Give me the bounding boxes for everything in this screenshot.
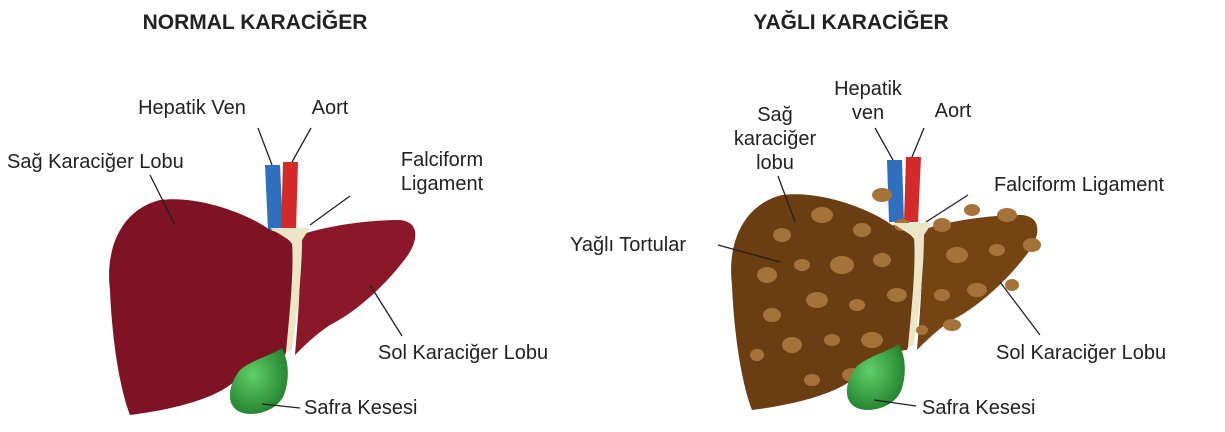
- label-gallbladder: Safra Kesesi: [304, 397, 417, 419]
- normal-gallbladder: [229, 348, 288, 414]
- fatty-label-falciform: Falciform Ligament: [994, 174, 1165, 196]
- fatty-label-gallbladder: Safra Kesesi: [922, 397, 1035, 419]
- normal-liver-panel: NORMAL KARACİĞER Hepatik Ven Aort Sağ Ka…: [7, 10, 548, 419]
- label-aorta: Aort: [312, 97, 349, 119]
- fatty-hepatic-vein-vessel: [887, 160, 904, 222]
- fatty-liver-left-lobe: [917, 215, 1038, 350]
- fatty-falciform-ligament-band: [892, 223, 932, 347]
- normal-liver-left-lobe: [295, 220, 416, 355]
- fatty-label-left-lobe: Sol Karaciğer Lobu: [996, 342, 1166, 364]
- normal-liver-right-lobe: [109, 199, 300, 415]
- label-hepatic-vein: Hepatik Ven: [138, 97, 246, 119]
- fatty-liver-panel: YAĞLI KARACİĞER Hepatik ven Aort Sağ kar…: [570, 10, 1166, 419]
- fatty-label-right-lobe-line3: lobu: [756, 152, 794, 174]
- fatty-liver-title: YAĞLI KARACİĞER: [753, 10, 948, 34]
- label-falciform-line1: Falciform: [401, 149, 483, 171]
- fatty-label-hepatic-line1: Hepatik: [834, 78, 903, 100]
- label-left-lobe: Sol Karaciğer Lobu: [378, 342, 548, 364]
- fatty-label-fat-deposits: Yağlı Tortular: [570, 234, 686, 256]
- fatty-label-right-lobe-line1: Sağ: [757, 104, 793, 126]
- aorta-vessel: [281, 162, 298, 230]
- normal-liver-title: NORMAL KARACİĞER: [143, 10, 368, 34]
- fatty-gallbladder: [846, 344, 905, 410]
- fatty-label-right-lobe-line2: karaciğer: [734, 128, 817, 150]
- fatty-label-hepatic-line2: ven: [852, 102, 884, 124]
- label-falciform-line2: Ligament: [401, 173, 484, 195]
- label-right-lobe: Sağ Karaciğer Lobu: [7, 151, 184, 173]
- fatty-label-aorta: Aort: [935, 100, 972, 122]
- fatty-aorta-vessel: [904, 157, 921, 222]
- falciform-ligament-band: [270, 228, 310, 352]
- hepatic-vein-vessel: [265, 165, 283, 230]
